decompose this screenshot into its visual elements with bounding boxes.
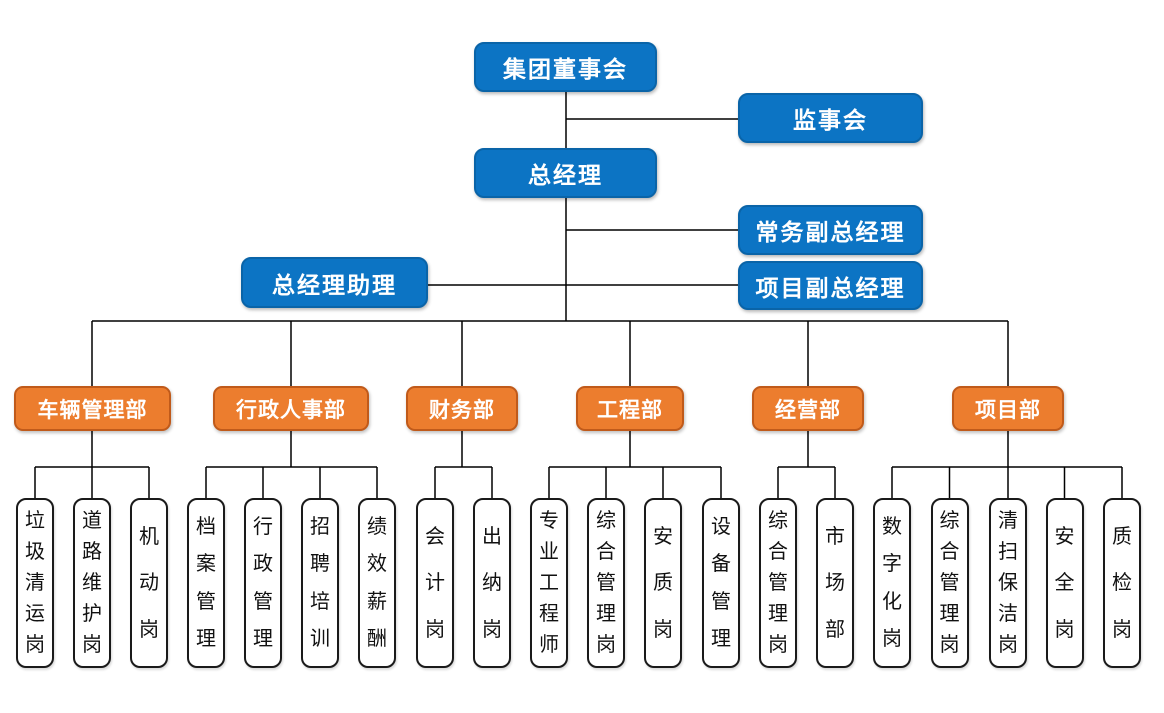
pos-garbage-removal: 垃圾清运岗 [16, 498, 54, 668]
pos-quality-inspection: 质检岗 [1103, 498, 1141, 668]
pos-professional-engineer: 专业工程师 [530, 498, 568, 668]
pos-cleaning: 清扫保洁岗 [989, 498, 1027, 668]
node-executive-deputy-gm: 常务副总经理 [738, 205, 923, 255]
pos-general-management-engineering: 综合管理岗 [587, 498, 625, 668]
pos-performance-compensation: 绩效薪酬 [358, 498, 396, 668]
dept-finance: 财务部 [406, 386, 518, 431]
dept-operations: 经营部 [752, 386, 864, 431]
pos-safety-quality: 安质岗 [644, 498, 682, 668]
pos-archives-management: 档案管理 [187, 498, 225, 668]
node-board-of-directors: 集团董事会 [474, 42, 657, 92]
pos-road-maintenance: 道路维护岗 [73, 498, 111, 668]
pos-general-management-project: 综合管理岗 [930, 498, 969, 668]
pos-general-management-operations: 综合管理岗 [759, 498, 797, 668]
pos-admin-management: 行政管理 [244, 498, 282, 668]
pos-cashier: 出纳岗 [473, 498, 511, 668]
dept-admin-hr: 行政人事部 [213, 386, 369, 431]
pos-accounting: 会计岗 [416, 498, 454, 668]
dept-project: 项目部 [952, 386, 1064, 431]
dept-vehicle-management: 车辆管理部 [14, 386, 171, 431]
pos-mobile-duty: 机动岗 [130, 498, 168, 668]
pos-safety: 安全岗 [1045, 498, 1084, 668]
node-gm-assistant: 总经理助理 [241, 257, 428, 308]
node-project-deputy-gm: 项目副总经理 [738, 261, 923, 310]
pos-equipment-management: 设备管理 [702, 498, 740, 668]
pos-recruitment-training: 招聘培训 [301, 498, 339, 668]
node-supervisory-board: 监事会 [738, 93, 923, 143]
node-general-manager: 总经理 [474, 148, 657, 198]
pos-market-department: 市场部 [816, 498, 854, 668]
pos-digitalization: 数字化岗 [873, 498, 911, 668]
dept-engineering: 工程部 [576, 386, 684, 431]
